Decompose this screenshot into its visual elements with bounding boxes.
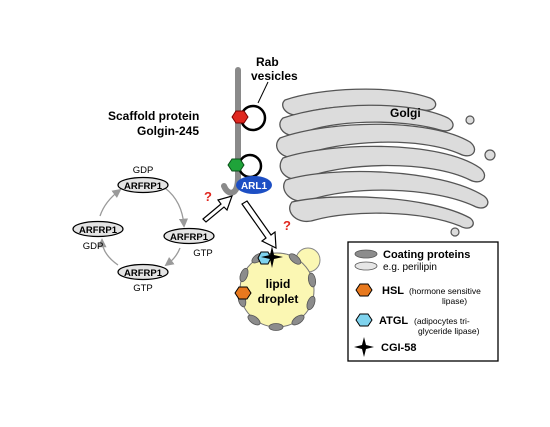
legend-atgl-icon: [355, 313, 373, 327]
svg-text:ARFRP1: ARFRP1: [79, 225, 118, 236]
arrow-to-droplet: [241, 200, 277, 250]
legend-hsl-desc2: lipase): [442, 296, 467, 306]
golgi-stack: [276, 88, 489, 229]
legend-hsl-desc1: (hormone sensitive: [409, 286, 481, 296]
arfrp1-cycle-arrows: [97, 187, 189, 267]
arfrp1-left: ARFRP1: [72, 220, 124, 238]
cycle-gtp-bottom: GTP: [133, 283, 153, 294]
question-mark-arfrp1: ?: [204, 189, 212, 204]
legend-atgl-label: ATGL: [379, 315, 408, 327]
legend-coating-line1: Coating proteins: [383, 249, 470, 261]
arl1-label: ARL1: [241, 181, 268, 192]
rab-pointer-line: [257, 81, 269, 104]
svg-text:ARFRP1: ARFRP1: [170, 232, 209, 243]
rab-red-hexagon: [231, 110, 249, 124]
lipid-droplet-label-line1: lipid: [266, 277, 291, 291]
legend-hsl-label: HSL: [382, 285, 404, 297]
scaffold-label-line1: Scaffold protein: [108, 109, 199, 123]
arfrp1-top: ARFRP1: [117, 176, 169, 194]
legend-atgl-desc2: glyceride lipase): [418, 326, 480, 336]
question-mark-droplet: ?: [283, 218, 291, 233]
arfrp1-bottom: ARFRP1: [117, 263, 169, 281]
cycle-gdp-left: GDP: [83, 241, 104, 252]
arfrp1-right: ARFRP1: [163, 227, 215, 245]
legend-atgl-desc1: (adipocytes tri-: [414, 316, 470, 326]
legend-coating-light-icon: [354, 261, 378, 271]
legend-coating-dark-icon: [354, 249, 378, 259]
cycle-gdp-top: GDP: [133, 165, 154, 176]
svg-text:ARFRP1: ARFRP1: [124, 268, 163, 279]
legend-cgi58-label: CGI-58: [381, 342, 416, 354]
golgin-245-scaffold: [221, 67, 241, 196]
svg-text:ARFRP1: ARFRP1: [124, 181, 163, 192]
cycle-gtp-right: GTP: [193, 248, 213, 259]
legend-box: Coating proteins e.g. perilipin HSL (hor…: [347, 241, 499, 362]
arl1-ellipse: [236, 176, 272, 194]
legend-cgi58-star-icon: [354, 337, 374, 357]
arrow-to-arl1: [202, 195, 233, 223]
coating-proteins: [237, 252, 317, 331]
legend-hsl-icon: [355, 283, 373, 297]
rab-label-line2: vesicles: [251, 69, 298, 83]
rab-green-hexagon: [227, 158, 245, 172]
lipid-droplet-label-line2: droplet: [258, 292, 299, 306]
golgi-label: Golgi: [390, 106, 421, 120]
legend-coating-line2: e.g. perilipin: [383, 262, 437, 273]
droplet-hsl-hexagon: [234, 286, 252, 300]
droplet-cgi58-star: [261, 246, 283, 268]
rab-label-line1: Rab: [256, 55, 279, 69]
golgi-vesicles: [450, 115, 496, 237]
scaffold-label-line2: Golgin-245: [137, 124, 199, 138]
